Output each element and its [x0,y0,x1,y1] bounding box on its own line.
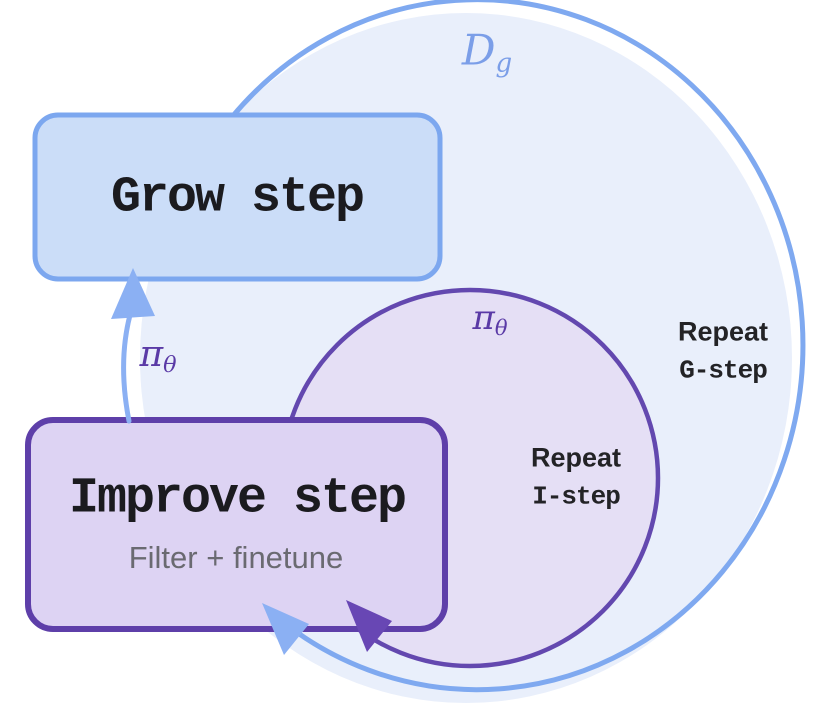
dataset-label-base: D [461,25,496,75]
improve-step-sublabel: Filter + finetune [128,540,344,575]
repeat-g-step-label: Repeat G-step [678,312,768,391]
repeat-g-loop-arc [229,0,806,693]
policy-circle-label-base: π [472,298,495,339]
improve-step-box [25,417,448,632]
repeat-i-step-line1: Repeat [530,442,622,473]
repeat-i-step-line2: I-step [532,481,621,512]
dataset-label: Dg [462,25,512,78]
improve-step-label: Improve step [68,470,407,528]
repeat-g-step-line1: Repeat [677,316,769,347]
grow-step-box [32,112,443,282]
policy-circle-label-subscript: θ [494,314,508,340]
policy-arrow-label-subscript: θ [163,352,177,379]
dataset-label-subscript: g [495,48,513,79]
policy-arrow-head-icon [111,268,155,319]
repeat-i-step-label: Repeat I-step [531,438,621,517]
policy-arrow-line [121,312,133,424]
repeat-g-arrowhead-icon [262,603,309,655]
repeat-g-step-line2: G-step [679,355,768,386]
policy-arrow-label-base: π [139,333,164,375]
grow-step-label: Grow step [110,169,365,227]
repeat-i-arrowhead-icon [346,600,392,652]
policy-circle-label: πθ [472,298,507,340]
policy-arrow-label: πθ [139,334,176,378]
